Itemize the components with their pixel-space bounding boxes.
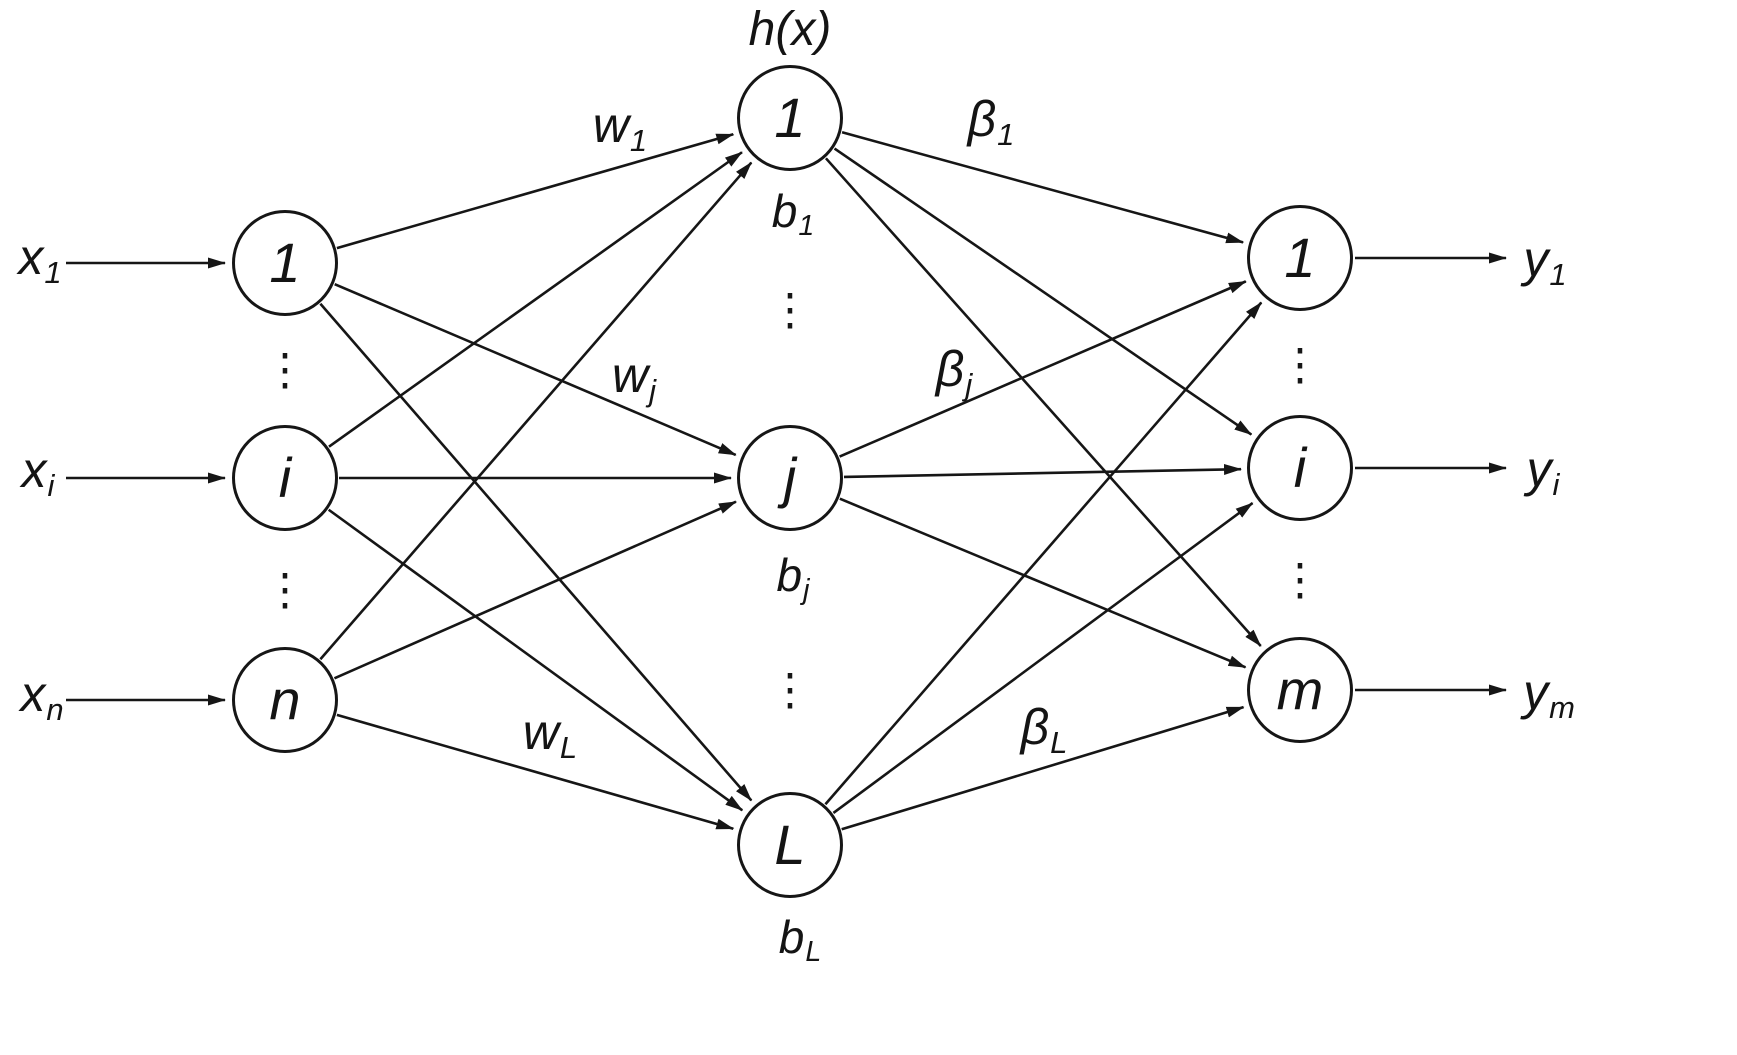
weight-label-wL-main: w <box>522 704 559 761</box>
input-label-xi-main: x <box>21 442 47 499</box>
beta-label-betaj-sub: j <box>965 366 973 402</box>
ellipsis-hidden-bottom: ⋮ <box>768 665 812 715</box>
connection-edge <box>843 463 1243 479</box>
connection-edge <box>824 157 1262 647</box>
bias-label-bL: bL <box>779 914 821 967</box>
bias-label-bj-sub: j <box>803 573 810 606</box>
input-label-xn-sub: n <box>46 691 64 727</box>
beta-label-betaL-main: β <box>1020 699 1050 756</box>
connection-edge <box>336 133 735 250</box>
beta-label-beta1-sub: 1 <box>997 116 1015 152</box>
weight-label-wj-sub: j <box>649 372 656 408</box>
input-node-1-label: 1 <box>269 231 301 294</box>
bias-label-bL-main: b <box>778 910 805 963</box>
output-label-y1-main: y <box>1523 231 1549 288</box>
input-node-n: n <box>232 647 338 753</box>
output-label-y1: y1 <box>1523 234 1566 290</box>
beta-label-betaj: βj <box>936 344 972 400</box>
output-label-ym-main: y <box>1523 664 1549 721</box>
weight-label-wL-sub: L <box>559 729 578 765</box>
bias-label-bj: bj <box>777 552 810 605</box>
connection-edge <box>333 500 737 680</box>
ellipsis-output-bottom: ⋮ <box>1278 555 1322 605</box>
connection-edge <box>841 131 1245 244</box>
connection-edge <box>839 280 1247 458</box>
ellipsis-input-top: ⋮ <box>263 345 307 395</box>
connection-edge <box>328 151 743 448</box>
hidden-node-j-label: j <box>783 446 797 509</box>
hidden-layer-title: h(x) <box>749 6 832 54</box>
connection-edge <box>833 147 1253 436</box>
beta-label-beta1-main: β <box>967 91 997 148</box>
weight-label-w1-main: w <box>592 97 629 154</box>
input-label-x1: x1 <box>18 232 61 288</box>
weight-label-w1-sub: 1 <box>629 122 648 158</box>
connection-edge <box>336 713 735 830</box>
bias-label-b1-main: b <box>771 184 798 237</box>
bias-label-b1-sub: 1 <box>798 209 815 242</box>
bias-label-b1: b1 <box>772 188 814 241</box>
hidden-node-1: 1 <box>737 65 843 171</box>
output-label-ym: ym <box>1523 667 1575 723</box>
hidden-node-L-label: L <box>774 813 806 876</box>
output-label-y1-sub: 1 <box>1549 256 1567 292</box>
output-node-m-label: m <box>1276 658 1324 721</box>
connection-edge <box>319 161 753 661</box>
input-label-x1-sub: 1 <box>44 254 62 290</box>
input-label-xn: xn <box>20 669 63 725</box>
input-node-n-label: n <box>269 668 301 731</box>
output-label-yi: yi <box>1527 444 1560 500</box>
weight-label-wL: wL <box>523 707 577 763</box>
beta-label-betaL-sub: L <box>1050 724 1068 760</box>
ellipsis-input-bottom: ⋮ <box>263 565 307 615</box>
beta-label-betaj-main: β <box>935 341 965 398</box>
ellipsis-output-top: ⋮ <box>1278 340 1322 390</box>
output-label-yi-main: y <box>1526 441 1552 498</box>
beta-label-betaL: βL <box>1021 702 1068 758</box>
output-node-1-label: 1 <box>1284 226 1316 289</box>
connection-edge <box>319 302 753 802</box>
input-label-xn-main: x <box>20 666 46 723</box>
weight-label-w1: w1 <box>593 100 647 156</box>
hidden-node-j: j <box>737 425 843 531</box>
connection-edge <box>327 508 744 812</box>
input-node-1: 1 <box>232 210 338 316</box>
connection-edge <box>824 301 1263 806</box>
input-label-xi: xi <box>22 445 55 501</box>
connection-edge <box>841 705 1245 831</box>
output-label-ym-sub: m <box>1549 689 1575 725</box>
output-label-yi-sub: i <box>1552 466 1560 502</box>
beta-label-beta1: β1 <box>968 94 1015 150</box>
input-label-xi-sub: i <box>47 467 55 503</box>
output-node-i-label: i <box>1293 436 1307 499</box>
weight-label-wj-main: w <box>612 347 649 404</box>
ellipsis-hidden-top: ⋮ <box>768 285 812 335</box>
input-node-i-label: i <box>278 446 292 509</box>
bias-label-bL-sub: L <box>805 935 822 968</box>
output-node-1: 1 <box>1247 205 1353 311</box>
input-node-i: i <box>232 425 338 531</box>
hidden-layer-title-text: h(x) <box>748 3 832 56</box>
hidden-node-1-label: 1 <box>774 86 806 149</box>
bias-label-bj-main: b <box>776 548 803 601</box>
output-node-i: i <box>1247 415 1353 521</box>
weight-label-wj: wj <box>612 350 656 406</box>
hidden-node-L: L <box>737 792 843 898</box>
connection-edge <box>832 502 1254 814</box>
input-label-x1-main: x <box>18 229 44 286</box>
connection-edge <box>334 282 737 457</box>
connection-edge <box>839 497 1247 669</box>
output-node-m: m <box>1247 637 1353 743</box>
